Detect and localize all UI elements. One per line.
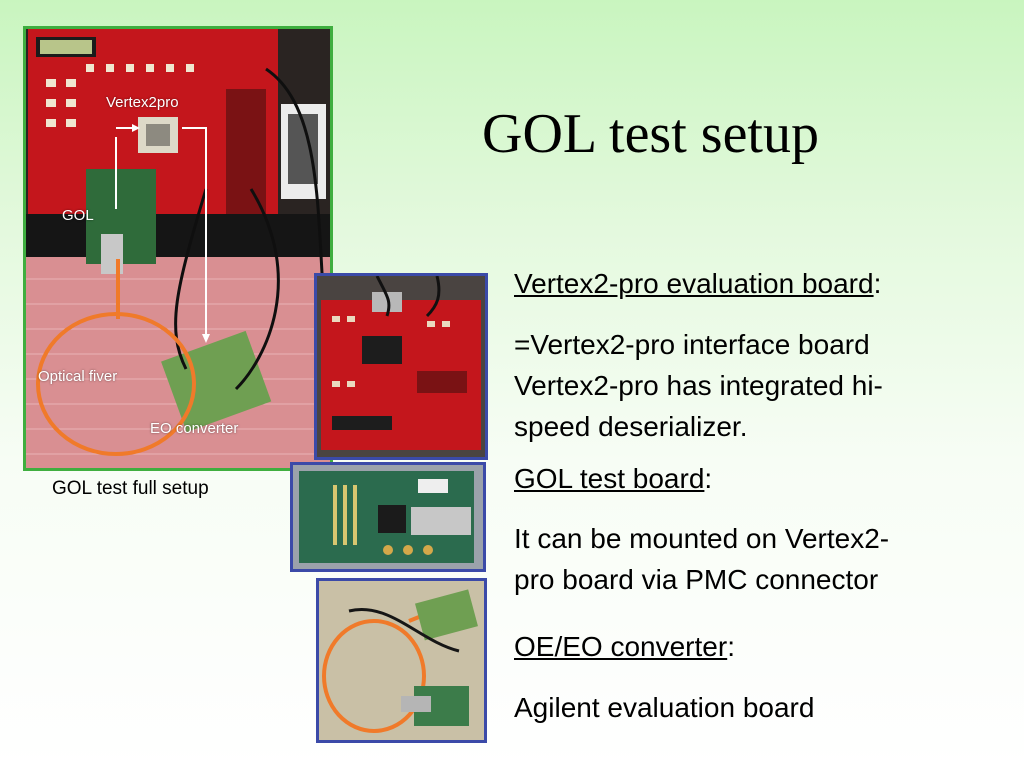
oe-heading-text: OE/EO converter — [514, 631, 728, 662]
vertex-label: Vertex2pro — [106, 94, 179, 111]
optical-fiber-label: Optical fiver — [38, 368, 118, 385]
eo-converter-label: EO converter — [150, 420, 239, 437]
vertex-line-2: Vertex2-pro has integrated hi- — [514, 370, 883, 401]
converter-photo — [316, 578, 487, 743]
gol-line-2: pro board via PMC connector — [514, 564, 879, 595]
full-setup-photo: Vertex2pro GOL Optical fiver EO converte… — [23, 26, 333, 471]
oe-heading-colon: : — [727, 631, 735, 662]
gol-heading: GOL test board: — [514, 459, 712, 499]
gol-line-1: It can be mounted on Vertex2- — [514, 523, 890, 554]
gol-heading-colon: : — [704, 463, 713, 494]
gol-label: GOL — [62, 207, 94, 224]
vertex-heading-text: Vertex2-pro evaluation board — [514, 268, 874, 299]
vertex-line-1: =Vertex2-pro interface board — [514, 329, 870, 360]
vertex-heading-colon: : — [873, 268, 882, 299]
gol-heading-text: GOL test board — [514, 463, 705, 494]
vertex-line-3: speed deserializer. — [514, 411, 748, 442]
oe-heading: OE/EO converter: — [514, 627, 735, 667]
photo-caption: GOL test full setup — [52, 478, 209, 499]
vertex-heading: Vertex2-pro evaluation board: — [514, 264, 881, 304]
slide-title: GOL test setup — [482, 103, 819, 165]
gol-board-photo — [290, 462, 486, 572]
oe-line-1: Agilent evaluation board — [514, 692, 815, 723]
vertex-board-photo — [314, 273, 488, 460]
